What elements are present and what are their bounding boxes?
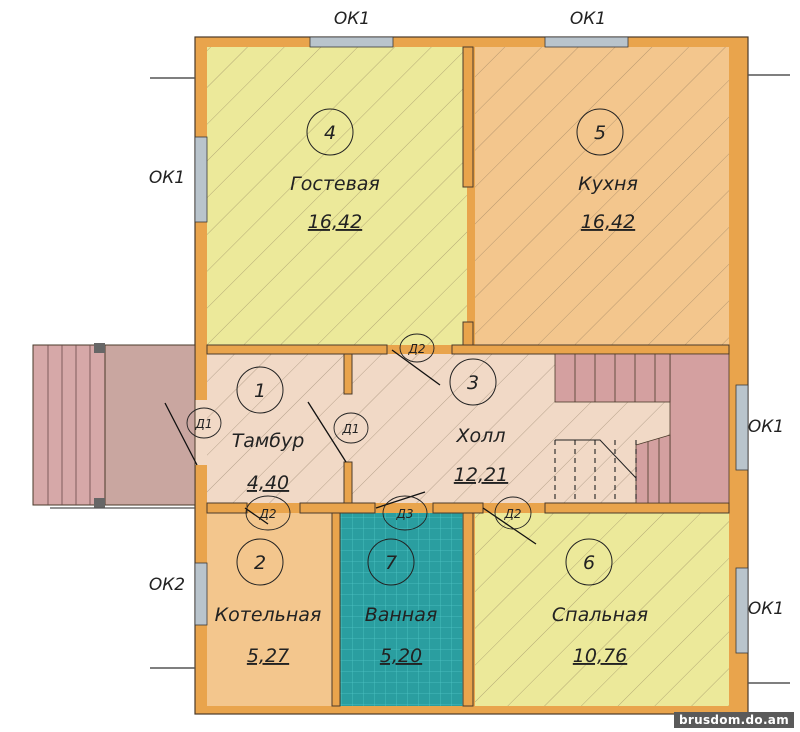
window-label-left-lower: ОК2 — [149, 575, 185, 595]
door-tag-label: Д2 — [503, 507, 521, 521]
wall-hall-top-left — [206, 344, 388, 355]
wall-hall-bottom-d — [544, 502, 730, 514]
wall-hall-bottom-a — [206, 502, 248, 514]
room-number-circle — [236, 538, 284, 586]
site-credit: brusdom.do.am — [674, 712, 794, 728]
door-swing-d2-bedroom — [482, 507, 537, 545]
hatch-bedroom — [475, 513, 729, 706]
wall-hall-bottom-b — [299, 502, 376, 514]
door-tags: Д2 Д1 Д1 Д2 Д3 Д2 — [186, 333, 532, 531]
window-label-top-right: ОК1 — [570, 9, 606, 29]
tile-bath — [340, 513, 463, 706]
door-tag-d1-entry: Д1 — [186, 407, 222, 439]
door-tag-label: Д2 — [407, 342, 425, 356]
door-swing-d2-top — [391, 349, 441, 386]
door-tag-d1-inner: Д1 — [333, 412, 369, 444]
door-tag-d2-boiler: Д2 — [245, 495, 291, 531]
window-left-upper-opening — [194, 136, 208, 223]
room-number: 4 — [324, 122, 336, 144]
door-tag-label: Д2 — [258, 507, 276, 521]
room-number-circle — [306, 108, 354, 156]
room-name: Гостевая — [290, 173, 380, 195]
room-number: 6 — [583, 552, 595, 574]
hatch-kitchen — [475, 47, 729, 345]
room-name: Тамбур — [232, 430, 305, 452]
door-swing-d3-bath — [375, 491, 426, 509]
wall-tambur-upper — [343, 353, 353, 395]
room-area: 5,20 — [380, 645, 422, 667]
room-number-circle — [565, 538, 613, 586]
wall-hall-bottom-c — [432, 502, 484, 514]
door-swing-d2-boiler — [244, 507, 269, 525]
room-name: Ванная — [365, 604, 438, 626]
room-number: 2 — [254, 552, 266, 574]
window-label-right-upper: ОК1 — [748, 417, 784, 437]
room-number-circle — [236, 366, 284, 414]
wall-bath-bedroom — [462, 512, 474, 707]
room-area: 5,27 — [247, 645, 289, 667]
door-tag-label: Д1 — [194, 417, 212, 431]
room-area: 16,42 — [581, 211, 635, 233]
room-number-circle — [449, 358, 497, 406]
wall-tambur-lower — [343, 461, 353, 504]
wall-guest-kitchen-lower — [462, 321, 474, 346]
window-labels: ОК1 ОК1 ОК1 ОК2 ОК1 ОК1 — [149, 9, 784, 619]
room-name: Спальная — [552, 604, 648, 626]
wall-guest-kitchen-upper — [462, 46, 474, 188]
window-top-right-opening — [544, 36, 629, 48]
room-name: Котельная — [215, 604, 322, 626]
room-name: Холл — [456, 425, 506, 447]
room-boiler-floor — [207, 513, 332, 706]
door-tag-label: Д1 — [341, 422, 359, 436]
window-label-top-left: ОК1 — [334, 9, 370, 29]
door-swing-d1-inner — [307, 401, 347, 463]
window-label-left-upper: ОК1 — [149, 168, 185, 188]
porch — [32, 343, 196, 509]
room-name: Кухня — [578, 173, 638, 195]
door-tag-d3-bath: Д3 — [382, 495, 428, 531]
window-right-lower-opening — [735, 567, 749, 654]
room-number: 3 — [467, 372, 479, 394]
door-tag-d2-top: Д2 — [399, 333, 435, 363]
wall-boiler-bath — [331, 512, 341, 707]
room-area: 16,42 — [308, 211, 362, 233]
door-tag-d2-bedroom: Д2 — [494, 496, 532, 530]
room-number: 1 — [254, 380, 266, 402]
room-number-circle — [576, 108, 624, 156]
door-swing-d1-entry — [164, 402, 198, 466]
room-area: 12,21 — [454, 464, 508, 486]
room-number-circle — [367, 538, 415, 586]
entry-door-opening — [195, 400, 207, 465]
window-left-lower-opening — [194, 562, 208, 626]
wall-hall-top-right — [451, 344, 730, 355]
room-number: 7 — [385, 552, 397, 574]
room-area: 10,76 — [573, 645, 627, 667]
room-number: 5 — [594, 122, 606, 144]
window-label-right-lower: ОК1 — [748, 599, 784, 619]
staircase — [554, 353, 730, 504]
door-tag-label: Д3 — [395, 507, 413, 521]
hatch-guest — [207, 47, 467, 345]
window-right-upper-opening — [735, 384, 749, 471]
room-area: 4,40 — [247, 472, 289, 494]
window-top-left-opening — [309, 36, 394, 48]
